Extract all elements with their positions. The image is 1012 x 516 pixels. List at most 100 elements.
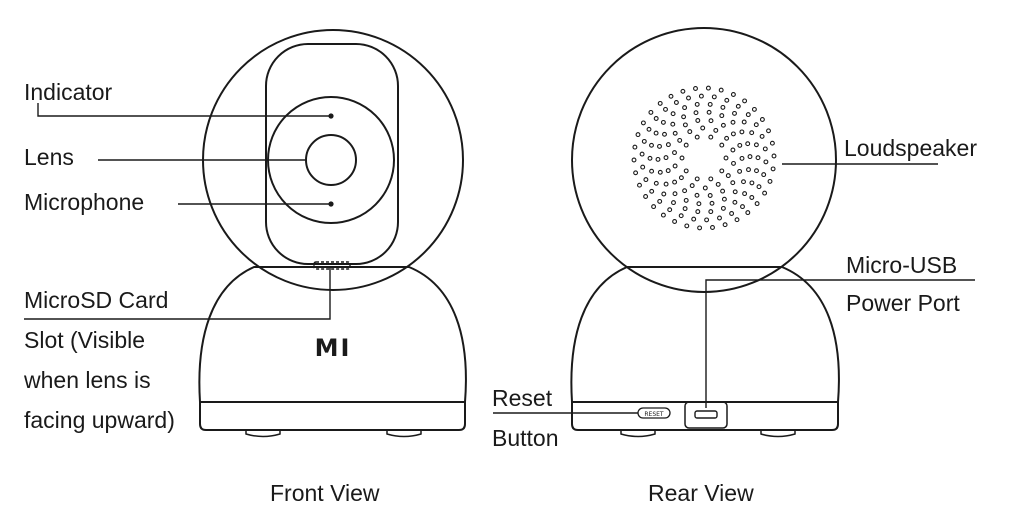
speaker-hole — [707, 101, 713, 107]
speaker-hole — [737, 168, 743, 174]
mi-logo: MI — [315, 334, 352, 362]
indicator-label: Indicator — [24, 79, 113, 105]
speaker-hole — [682, 188, 688, 194]
speaker-hole — [637, 182, 642, 188]
speaker-hole — [663, 155, 669, 161]
speaker-hole — [771, 153, 777, 159]
reset-label-line-2: Button — [492, 425, 559, 451]
front-face-panel — [265, 43, 399, 265]
loudspeaker-grille — [631, 85, 777, 231]
speaker-hole — [732, 189, 738, 195]
speaker-hole — [753, 122, 759, 128]
speaker-hole — [663, 106, 668, 112]
speaker-hole — [682, 206, 688, 212]
speaker-hole — [723, 155, 729, 161]
speaker-hole — [759, 133, 765, 139]
speaker-hole — [665, 168, 671, 174]
loudspeaker-label: Loudspeaker — [844, 135, 977, 161]
speaker-hole — [730, 131, 736, 137]
speaker-hole — [717, 215, 722, 221]
speaker-hole — [672, 150, 677, 156]
speaker-hole — [693, 110, 699, 116]
speaker-hole — [725, 173, 731, 179]
speaker-hole — [732, 110, 737, 116]
speaker-hole — [649, 142, 654, 148]
speaker-hole — [740, 204, 745, 210]
speaker-hole — [730, 92, 736, 97]
speaker-hole — [766, 128, 771, 134]
usb-label-line-1: Micro-USB — [846, 252, 958, 278]
usb-leader-line — [705, 279, 975, 408]
speaker-hole — [683, 168, 689, 174]
speaker-hole — [753, 142, 759, 148]
speaker-hole — [720, 205, 726, 211]
speaker-hole — [648, 109, 654, 115]
front-base-plate — [199, 401, 466, 431]
speaker-hole — [672, 191, 678, 197]
speaker-hole — [742, 98, 748, 104]
speaker-hole — [653, 116, 659, 121]
speaker-hole — [695, 209, 701, 215]
speaker-hole — [672, 163, 678, 169]
speaker-hole — [700, 125, 706, 131]
speaker-hole — [707, 193, 713, 198]
speaker-hole — [683, 142, 689, 148]
speaker-hole — [633, 170, 639, 176]
speaker-hole — [643, 177, 649, 183]
speaker-hole — [678, 175, 684, 181]
speaker-hole — [662, 131, 667, 137]
microsd-label-line-1: MicroSD Card — [24, 287, 169, 313]
speaker-hole — [721, 196, 727, 202]
speaker-hole — [745, 141, 751, 147]
speaker-hole — [710, 225, 715, 230]
speaker-hole — [632, 144, 638, 150]
speaker-hole — [657, 143, 662, 149]
rear-base-plate — [571, 401, 839, 431]
reset-label-line-1: Reset — [492, 385, 553, 411]
speaker-hole — [735, 103, 741, 109]
speaker-hole — [754, 168, 759, 174]
rear-head — [571, 27, 837, 293]
speaker-hole — [749, 195, 755, 200]
speaker-hole — [737, 142, 743, 148]
speaker-hole — [660, 212, 666, 218]
speaker-hole — [682, 122, 688, 128]
speaker-hole — [640, 164, 646, 170]
speaker-hole — [713, 127, 719, 133]
rear-base-body — [570, 266, 840, 403]
microphone-label: Microphone — [24, 189, 145, 215]
speaker-hole — [719, 142, 725, 148]
speaker-hole — [651, 204, 657, 210]
speaker-hole — [678, 213, 684, 219]
speaker-hole — [693, 86, 698, 91]
usb-port-icon — [694, 410, 718, 419]
speaker-hole — [677, 137, 683, 143]
speaker-hole — [660, 119, 666, 125]
front-leader-lines — [24, 103, 331, 320]
speaker-hole — [741, 179, 746, 185]
speaker-hole — [649, 168, 655, 174]
speaker-hole — [702, 185, 708, 191]
speaker-hole — [657, 169, 663, 175]
speaker-hole — [718, 87, 724, 93]
speaker-hole — [762, 190, 768, 196]
speaker-hole — [684, 223, 690, 229]
speaker-hole — [672, 219, 678, 224]
speaker-hole — [751, 106, 757, 112]
speaker-hole — [665, 142, 671, 148]
speaker-hole — [689, 183, 695, 189]
speaker-hole — [680, 88, 686, 94]
rear-foot-right — [760, 430, 796, 438]
speaker-hole — [649, 188, 655, 194]
speaker-hole — [694, 176, 700, 182]
speaker-hole — [672, 130, 678, 136]
speaker-hole — [657, 198, 663, 204]
speaker-hole — [706, 109, 712, 115]
speaker-hole — [687, 129, 693, 135]
front-foot-right — [386, 430, 422, 438]
microsd-label-line-2: Slot (Visible — [24, 327, 146, 353]
speaker-hole — [646, 126, 652, 132]
indicator-dot — [328, 113, 334, 119]
speaker-hole — [755, 155, 761, 161]
speaker-hole — [672, 179, 678, 185]
